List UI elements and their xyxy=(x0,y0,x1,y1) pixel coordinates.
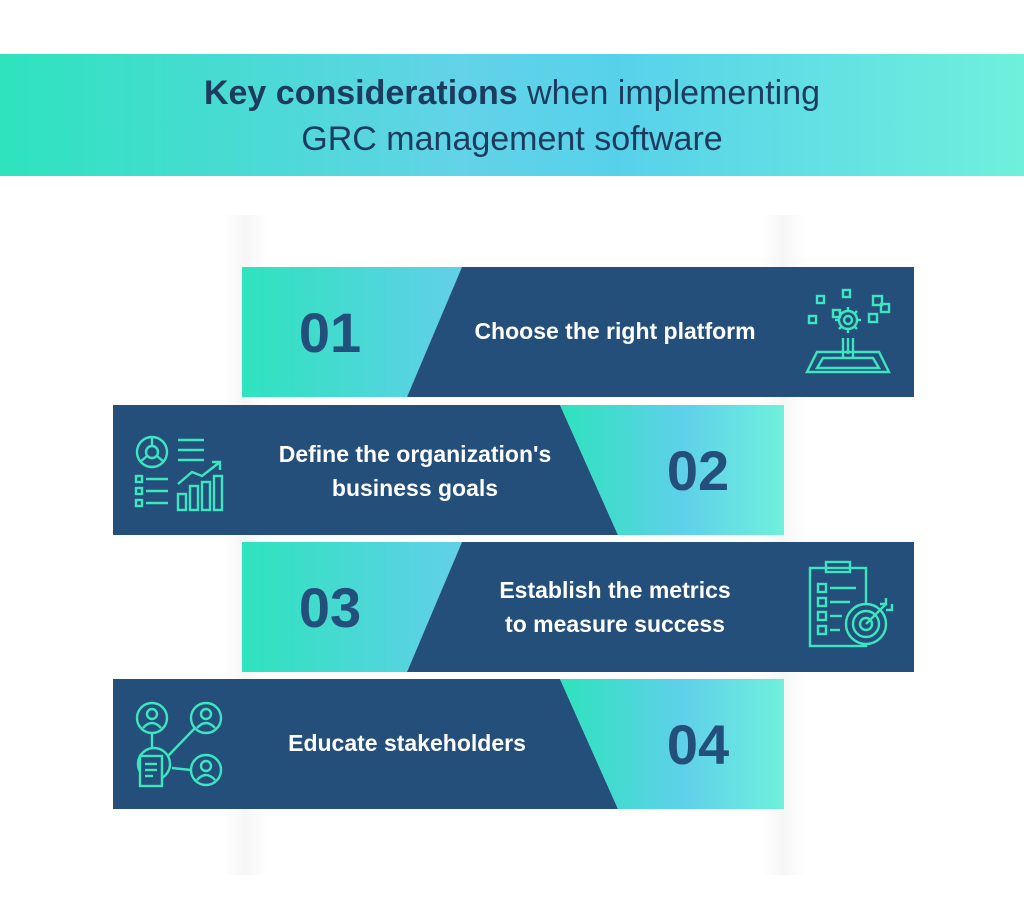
page-title: Key considerations when implementing GRC… xyxy=(0,70,1024,162)
step-04-number-panel xyxy=(560,679,784,809)
step-03-label: Establish the metrics to measure success xyxy=(440,573,790,641)
title-bold: Key considerations xyxy=(203,74,518,112)
step-02-label-line2: business goals xyxy=(331,475,499,501)
step-02-number: 02 xyxy=(666,439,730,502)
step-01-label: Choose the right platform xyxy=(474,318,756,344)
step-04-number: 04 xyxy=(666,713,730,776)
step-04-label-panel xyxy=(113,679,618,809)
step-03-label-line2: to measure success xyxy=(505,611,725,637)
clipboard-target-icon xyxy=(808,560,894,648)
platform-gear-icon xyxy=(805,288,891,374)
title-rest: when implementing xyxy=(517,74,821,112)
step-03-label-panel xyxy=(407,542,914,672)
title-banner xyxy=(0,54,1024,176)
people-network-icon xyxy=(135,701,223,788)
step-03-number: 03 xyxy=(298,576,362,639)
step-04-label: Educate stakeholders xyxy=(288,730,526,756)
step-03-number-panel xyxy=(242,542,462,672)
step-01-number-panel xyxy=(242,267,462,397)
step-02-number-panel xyxy=(560,405,784,535)
chart-report-icon xyxy=(134,435,224,512)
step-02-label: Define the organization's business goals xyxy=(240,437,590,505)
title-line2: GRC management software xyxy=(301,120,723,158)
step-01-label-panel xyxy=(407,267,914,397)
step-01-number: 01 xyxy=(298,301,362,364)
step-03-label-line1: Establish the metrics xyxy=(499,577,731,603)
step-02-label-line1: Define the organization's xyxy=(278,441,552,467)
step-02-label-panel xyxy=(113,405,618,535)
